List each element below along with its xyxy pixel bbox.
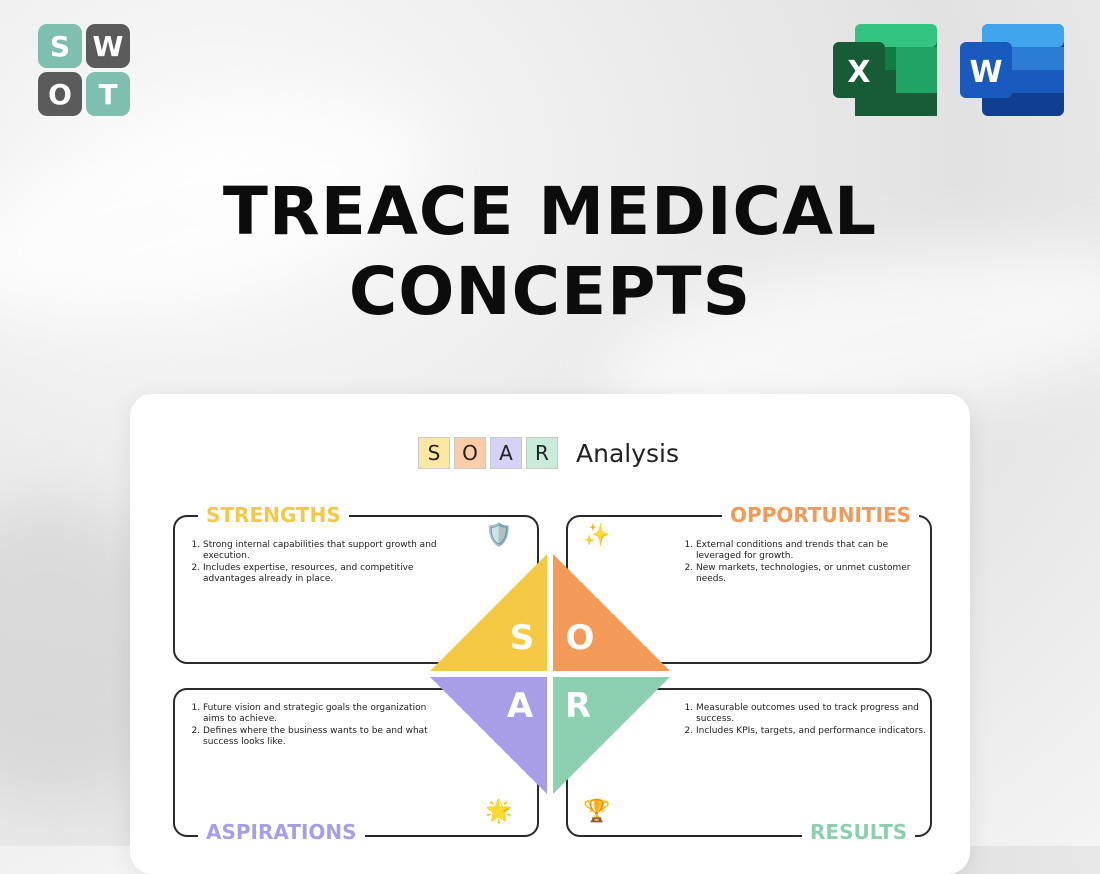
excel-icon-band-top: [855, 24, 937, 47]
soar-diamond: S O A R: [430, 554, 670, 794]
word-icon-band-top: [982, 24, 1064, 47]
logo-tile-t: T: [86, 72, 130, 116]
diamond-a: [430, 677, 547, 794]
strengths-label: STRENGTHS: [198, 504, 349, 526]
list-item: External conditions and trends that can …: [696, 540, 936, 562]
diamond-s: [430, 554, 547, 671]
diamond-letter-r: R: [565, 686, 591, 726]
list-item: Includes KPIs, targets, and performance …: [696, 726, 936, 737]
excel-icon[interactable]: X: [833, 24, 937, 116]
excel-icon-plate: [833, 42, 885, 98]
header-letter-r: R: [526, 437, 558, 469]
list-item: New markets, technologies, or unmet cust…: [696, 563, 936, 585]
swot-logo: S W O T: [38, 24, 130, 116]
word-icon-letter: W: [969, 55, 1002, 90]
diamond-r: [553, 677, 670, 794]
opportunities-list: External conditions and trends that can …: [680, 540, 936, 586]
list-item: Includes expertise, resources, and compe…: [203, 563, 443, 585]
header-analysis-text: Analysis: [576, 438, 680, 468]
header-letter-o: O: [454, 437, 486, 469]
opportunities-label: OPPORTUNITIES: [722, 504, 920, 526]
word-icon-plate: [960, 42, 1012, 98]
header-letter-s: S: [418, 437, 450, 469]
excel-icon-letter: X: [847, 55, 870, 90]
results-label: RESULTS: [802, 821, 916, 843]
diamond-letter-a: A: [507, 686, 534, 726]
soar-header: S O A R Analysis: [418, 437, 680, 469]
shield-icon: 🛡️: [485, 523, 513, 548]
excel-icon-band-mid: [896, 47, 937, 70]
header-letter-a: A: [490, 437, 522, 469]
soar-card: S O A R Analysis STRENGTHS OPPORTUNITIES…: [130, 394, 970, 874]
sparkles-icon: ✨: [583, 523, 611, 548]
page-title: TREACE MEDICAL CONCEPTS: [0, 172, 1100, 332]
diamond-letter-o: O: [566, 618, 595, 658]
logo-tile-w: W: [86, 24, 130, 68]
diamond-letter-s: S: [510, 618, 535, 658]
logo-tile-o: O: [38, 72, 82, 116]
title-line-2: CONCEPTS: [348, 253, 752, 330]
excel-icon-band-accent: [896, 70, 937, 93]
aspirations-list: Future vision and strategic goals the or…: [187, 703, 443, 749]
star-icon: 🌟: [485, 799, 513, 824]
trophy-icon: 🏆: [583, 799, 611, 824]
logo-tile-s: S: [38, 24, 82, 68]
title-line-1: TREACE MEDICAL: [222, 173, 878, 250]
list-item: Future vision and strategic goals the or…: [203, 703, 443, 725]
list-item: Measurable outcomes used to track progre…: [696, 703, 936, 725]
strengths-list: Strong internal capabilities that suppor…: [187, 540, 443, 586]
word-icon[interactable]: W: [960, 24, 1064, 116]
list-item: Defines where the business wants to be a…: [203, 726, 443, 748]
aspirations-label: ASPIRATIONS: [198, 821, 365, 843]
results-list: Measurable outcomes used to track progre…: [680, 703, 936, 738]
diamond-o: [553, 554, 670, 671]
list-item: Strong internal capabilities that suppor…: [203, 540, 443, 562]
